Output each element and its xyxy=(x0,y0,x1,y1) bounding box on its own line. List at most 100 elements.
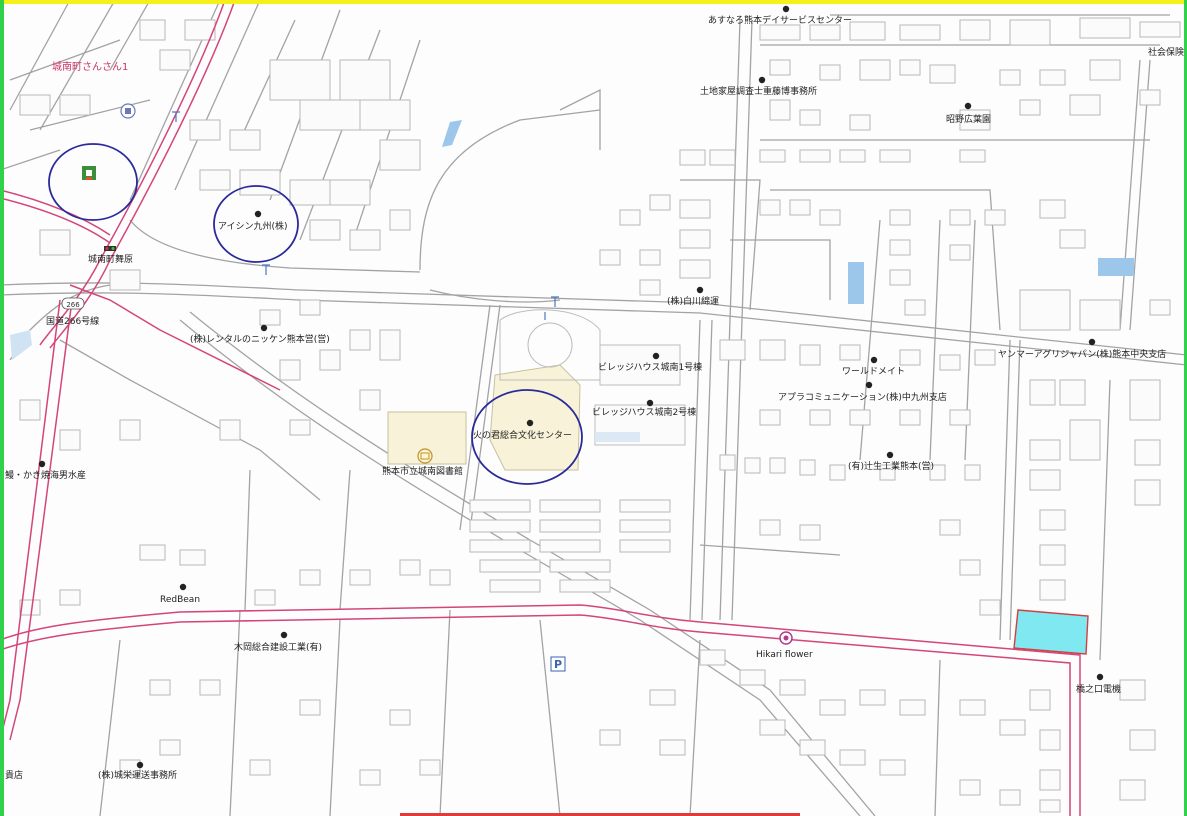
building xyxy=(929,64,956,84)
poi-dot[interactable] xyxy=(1088,338,1096,346)
building xyxy=(739,669,766,686)
building xyxy=(889,239,911,256)
building xyxy=(1039,199,1066,219)
building xyxy=(899,24,941,41)
building xyxy=(539,499,601,513)
building xyxy=(19,94,51,116)
building xyxy=(159,739,181,756)
poi-dot[interactable] xyxy=(964,102,972,110)
poi-dot[interactable] xyxy=(865,381,873,389)
building xyxy=(879,149,911,163)
building xyxy=(329,179,371,206)
poi-dot[interactable] xyxy=(280,631,288,639)
building xyxy=(319,349,341,371)
building xyxy=(789,199,811,216)
building xyxy=(679,149,706,166)
building xyxy=(719,339,746,361)
poi-dot[interactable] xyxy=(696,286,704,294)
building xyxy=(809,409,831,426)
poi-dot[interactable] xyxy=(260,324,268,332)
building xyxy=(1039,69,1066,86)
building xyxy=(269,59,331,101)
poi-dot[interactable] xyxy=(646,399,654,407)
building xyxy=(559,579,611,593)
gas-station-icon[interactable] xyxy=(120,103,136,119)
building xyxy=(359,769,381,786)
building xyxy=(239,169,281,196)
label-rental: (株)レンタルのニッケン熊本営(営) xyxy=(190,333,330,345)
bus-stop-icons xyxy=(172,111,559,320)
frame-border-left xyxy=(0,0,4,816)
building xyxy=(309,219,341,241)
label-jonan-bus: 城南町舞原 xyxy=(88,253,133,265)
frame-border-right xyxy=(1184,0,1187,816)
building xyxy=(299,699,321,716)
building xyxy=(769,99,791,121)
building xyxy=(839,749,866,766)
building xyxy=(619,539,671,553)
poi-dot[interactable] xyxy=(782,5,790,13)
label-apura: アプラコミュニケーション(株)中九州支店 xyxy=(778,391,947,403)
building xyxy=(959,19,991,41)
building xyxy=(1019,99,1041,116)
svg-text:P: P xyxy=(554,658,562,671)
building xyxy=(899,409,921,426)
poi-dot[interactable] xyxy=(758,76,766,84)
building xyxy=(139,19,166,41)
building xyxy=(1069,94,1101,116)
building xyxy=(849,114,871,131)
building xyxy=(769,457,786,474)
poi-dot[interactable] xyxy=(870,356,878,364)
flower-shop-icon[interactable] xyxy=(779,631,793,645)
highlighted-parcel[interactable] xyxy=(1013,609,1089,655)
label-route266: 国道266号線 xyxy=(46,315,99,327)
building xyxy=(799,109,821,126)
building xyxy=(939,354,961,371)
parking-icon[interactable]: P xyxy=(550,656,566,672)
building xyxy=(1029,439,1061,461)
frame-border-bottom xyxy=(400,813,800,816)
building xyxy=(1149,299,1171,316)
poi-dot[interactable] xyxy=(179,583,187,591)
label-ten: 貴店 xyxy=(5,769,23,781)
building xyxy=(709,149,736,166)
label-tsujisei: (有)辻生工業熊本(営) xyxy=(848,460,934,472)
convenience-store-icon[interactable] xyxy=(82,166,96,180)
poi-dot[interactable] xyxy=(886,451,894,459)
label-tochika: 土地家屋調査士重藤博事務所 xyxy=(700,85,817,97)
building xyxy=(1039,544,1066,566)
poi-dot[interactable] xyxy=(1096,673,1104,681)
building xyxy=(199,169,231,191)
circle-annotations xyxy=(48,143,583,485)
poi-dot[interactable] xyxy=(254,210,262,218)
building xyxy=(1129,379,1161,421)
major-roads xyxy=(0,0,1081,816)
building xyxy=(1059,229,1086,249)
building xyxy=(849,409,871,426)
building xyxy=(469,519,531,533)
frame-border-top xyxy=(0,0,1187,4)
building xyxy=(974,349,996,366)
building xyxy=(879,759,906,776)
building xyxy=(879,464,896,481)
building xyxy=(799,459,816,476)
building xyxy=(959,779,981,796)
building xyxy=(899,59,921,76)
building xyxy=(949,244,971,261)
building xyxy=(299,299,321,316)
poi-dot[interactable] xyxy=(136,761,144,769)
building xyxy=(139,544,166,561)
building xyxy=(759,24,801,41)
library-icon[interactable] xyxy=(417,448,433,464)
circle-convenience-store xyxy=(48,143,138,221)
building xyxy=(679,199,711,219)
poi-dot[interactable] xyxy=(652,352,660,360)
poi-dot[interactable] xyxy=(526,419,534,427)
building xyxy=(639,279,661,296)
building xyxy=(59,429,81,451)
traffic-signal-icon xyxy=(104,246,116,251)
poi-dot[interactable] xyxy=(38,460,46,468)
building xyxy=(149,679,171,696)
